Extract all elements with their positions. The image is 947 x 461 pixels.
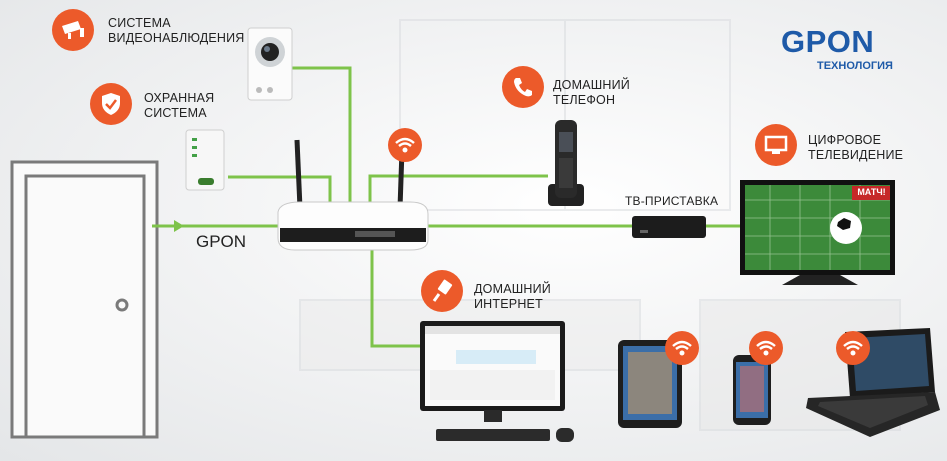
wifi-icon [749,331,783,365]
brand-logo-title: GPON [781,24,875,59]
cctv-camera-icon [52,9,94,51]
ethernet-cable-icon [421,270,463,312]
phone-handset-icon [502,66,544,108]
label-tv: цифровое телевидение [808,133,904,162]
wifi-icon [388,128,422,162]
label-internet: домашний интернет [474,282,551,311]
label-cctv: система видеонаблюдения [108,16,245,45]
tv-screen-icon [755,124,797,166]
brand-logo-subtitle: технология [817,60,893,72]
label-set-top-box: тв-приставка [625,194,719,208]
wifi-icon [665,331,699,365]
shield-check-icon [90,83,132,125]
wifi-icon [836,331,870,365]
tv-channel-logo: МАТЧ! [857,187,886,197]
label-phone: домашний телефон [553,78,630,107]
label-security: охранная система [144,91,215,120]
gpon-entry-label: GPON [196,232,247,251]
